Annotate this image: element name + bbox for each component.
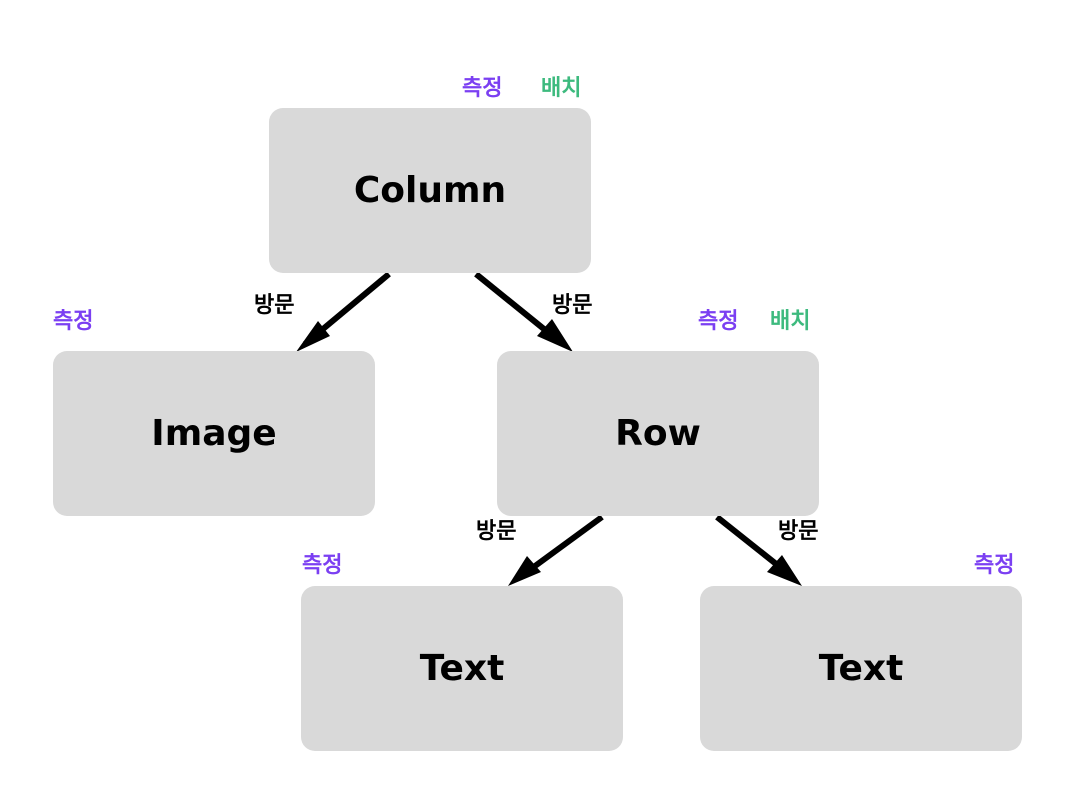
arrowhead-row-text-left	[508, 556, 541, 586]
text-left-measure-tag: 측정	[302, 553, 343, 578]
arrowhead-row-text-right	[767, 555, 802, 586]
edge-label-column-image: 방문	[254, 293, 295, 318]
edge-label-row-text-right: 방문	[778, 519, 819, 544]
node-column: Column	[269, 108, 591, 273]
node-text-left: Text	[301, 586, 623, 751]
node-text-right-label: Text	[818, 648, 904, 689]
node-image: Image	[53, 351, 375, 516]
column-place-tag: 배치	[541, 76, 582, 101]
node-column-label: Column	[353, 170, 507, 211]
arrowhead-column-row	[537, 319, 573, 352]
edge-label-row-text-left: 방문	[476, 519, 517, 544]
column-measure-tag: 측정	[462, 76, 503, 101]
node-row-label: Row	[615, 413, 701, 454]
row-measure-tag: 측정	[698, 309, 739, 334]
row-place-tag: 배치	[770, 309, 811, 334]
arrowhead-column-image	[296, 321, 330, 352]
image-measure-tag: 측정	[53, 309, 94, 334]
node-text-right: Text	[700, 586, 1022, 751]
node-row: Row	[497, 351, 819, 516]
node-text-left-label: Text	[419, 648, 505, 689]
node-image-label: Image	[151, 413, 277, 454]
text-right-measure-tag: 측정	[974, 553, 1015, 578]
edge-label-column-row: 방문	[552, 293, 593, 318]
